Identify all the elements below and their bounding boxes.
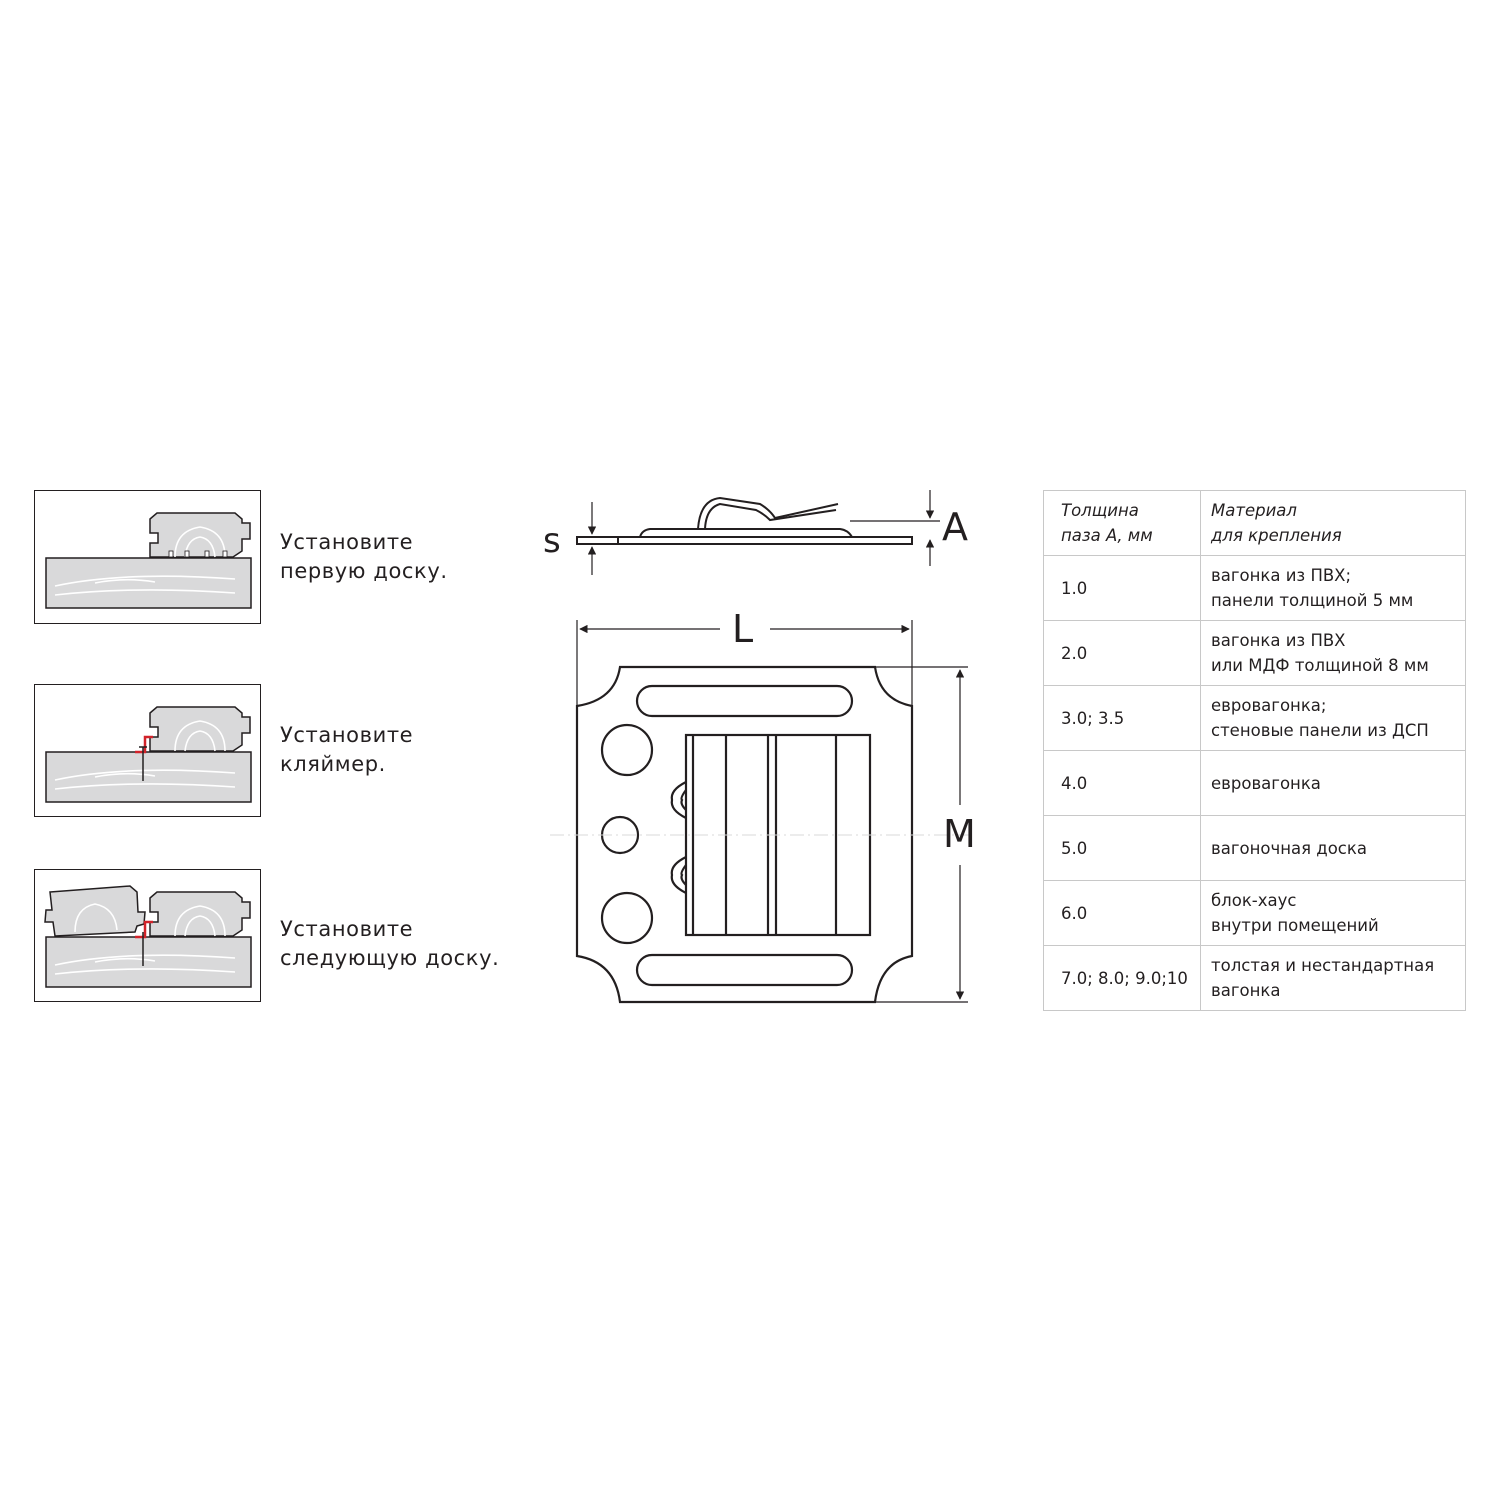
label-s: s	[543, 521, 561, 561]
material-cell: вагонка из ПВХ или МДФ толщиной 8 мм	[1200, 620, 1466, 686]
header-thickness: Толщина паза А, мм	[1043, 490, 1201, 556]
step-2-line-2: кляймер.	[280, 752, 386, 776]
table-row: 4.0 евровагонка	[1043, 750, 1466, 816]
clip-icon	[135, 735, 153, 781]
clip-side-view	[576, 496, 913, 545]
tilted-board-icon	[44, 885, 146, 937]
thickness-cell: 4.0	[1043, 750, 1201, 816]
table-header-row: Толщина паза А, мм Материал для креплени…	[1043, 490, 1466, 556]
clip-icon	[135, 920, 153, 966]
material-cell: евровагонка	[1200, 750, 1466, 816]
table-row: 2.0 вагонка из ПВХ или МДФ толщиной 8 мм	[1043, 620, 1466, 686]
material-cell: блок-хаус внутри помещений	[1200, 880, 1466, 946]
step-2-text: Установите кляймер.	[280, 721, 413, 779]
table-row: 3.0; 3.5 евровагонка; стеновые панели из…	[1043, 685, 1466, 751]
dimension-a	[850, 490, 940, 566]
label-a: A	[942, 505, 968, 549]
material-cell: вагонка из ПВХ; панели толщиной 5 мм	[1200, 555, 1466, 621]
material-cell: вагоночная доска	[1200, 815, 1466, 881]
dimension-m	[875, 666, 968, 1003]
thickness-cell: 7.0; 8.0; 9.0;10	[1043, 945, 1201, 1011]
step-1-line-2: первую доску.	[280, 559, 448, 583]
step-1-illustration	[34, 490, 261, 624]
step-3-text: Установите следующую доску.	[280, 915, 499, 973]
material-cell: евровагонка; стеновые панели из ДСП	[1200, 685, 1466, 751]
wood-board-icon	[45, 751, 252, 803]
thickness-cell: 6.0	[1043, 880, 1201, 946]
wood-board-icon	[45, 557, 252, 609]
step-2-illustration	[34, 684, 261, 817]
table-row: 5.0 вагоночная доска	[1043, 815, 1466, 881]
label-m: M	[943, 812, 976, 856]
step-2-line-1: Установите	[280, 723, 414, 747]
tongue-groove-board-icon	[149, 891, 251, 937]
dimension-l	[576, 620, 913, 706]
table-row: 1.0 вагонка из ПВХ; панели толщиной 5 мм	[1043, 555, 1466, 621]
spec-table: Толщина паза А, мм Материал для креплени…	[1043, 490, 1466, 1011]
clip-technical-drawing: s A L M	[543, 490, 976, 1004]
step-3-illustration	[34, 869, 261, 1002]
table-row: 7.0; 8.0; 9.0;10 толстая и нестандартная…	[1043, 945, 1466, 1011]
wood-board-icon	[45, 936, 252, 988]
thickness-cell: 2.0	[1043, 620, 1201, 686]
step-3-line-1: Установите	[280, 917, 414, 941]
label-l: L	[732, 607, 753, 651]
thickness-cell: 3.0; 3.5	[1043, 685, 1201, 751]
thickness-cell: 5.0	[1043, 815, 1201, 881]
step-1-text: Установите первую доску.	[280, 528, 448, 586]
step-1-line-1: Установите	[280, 530, 414, 554]
thickness-cell: 1.0	[1043, 555, 1201, 621]
step-3-line-2: следующую доску.	[280, 946, 500, 970]
tongue-groove-board-icon	[149, 512, 251, 558]
header-material: Материал для крепления	[1200, 490, 1466, 556]
table-row: 6.0 блок-хаус внутри помещений	[1043, 880, 1466, 946]
tongue-groove-board-icon	[149, 706, 251, 752]
material-cell: толстая и нестандартная вагонка	[1200, 945, 1466, 1011]
